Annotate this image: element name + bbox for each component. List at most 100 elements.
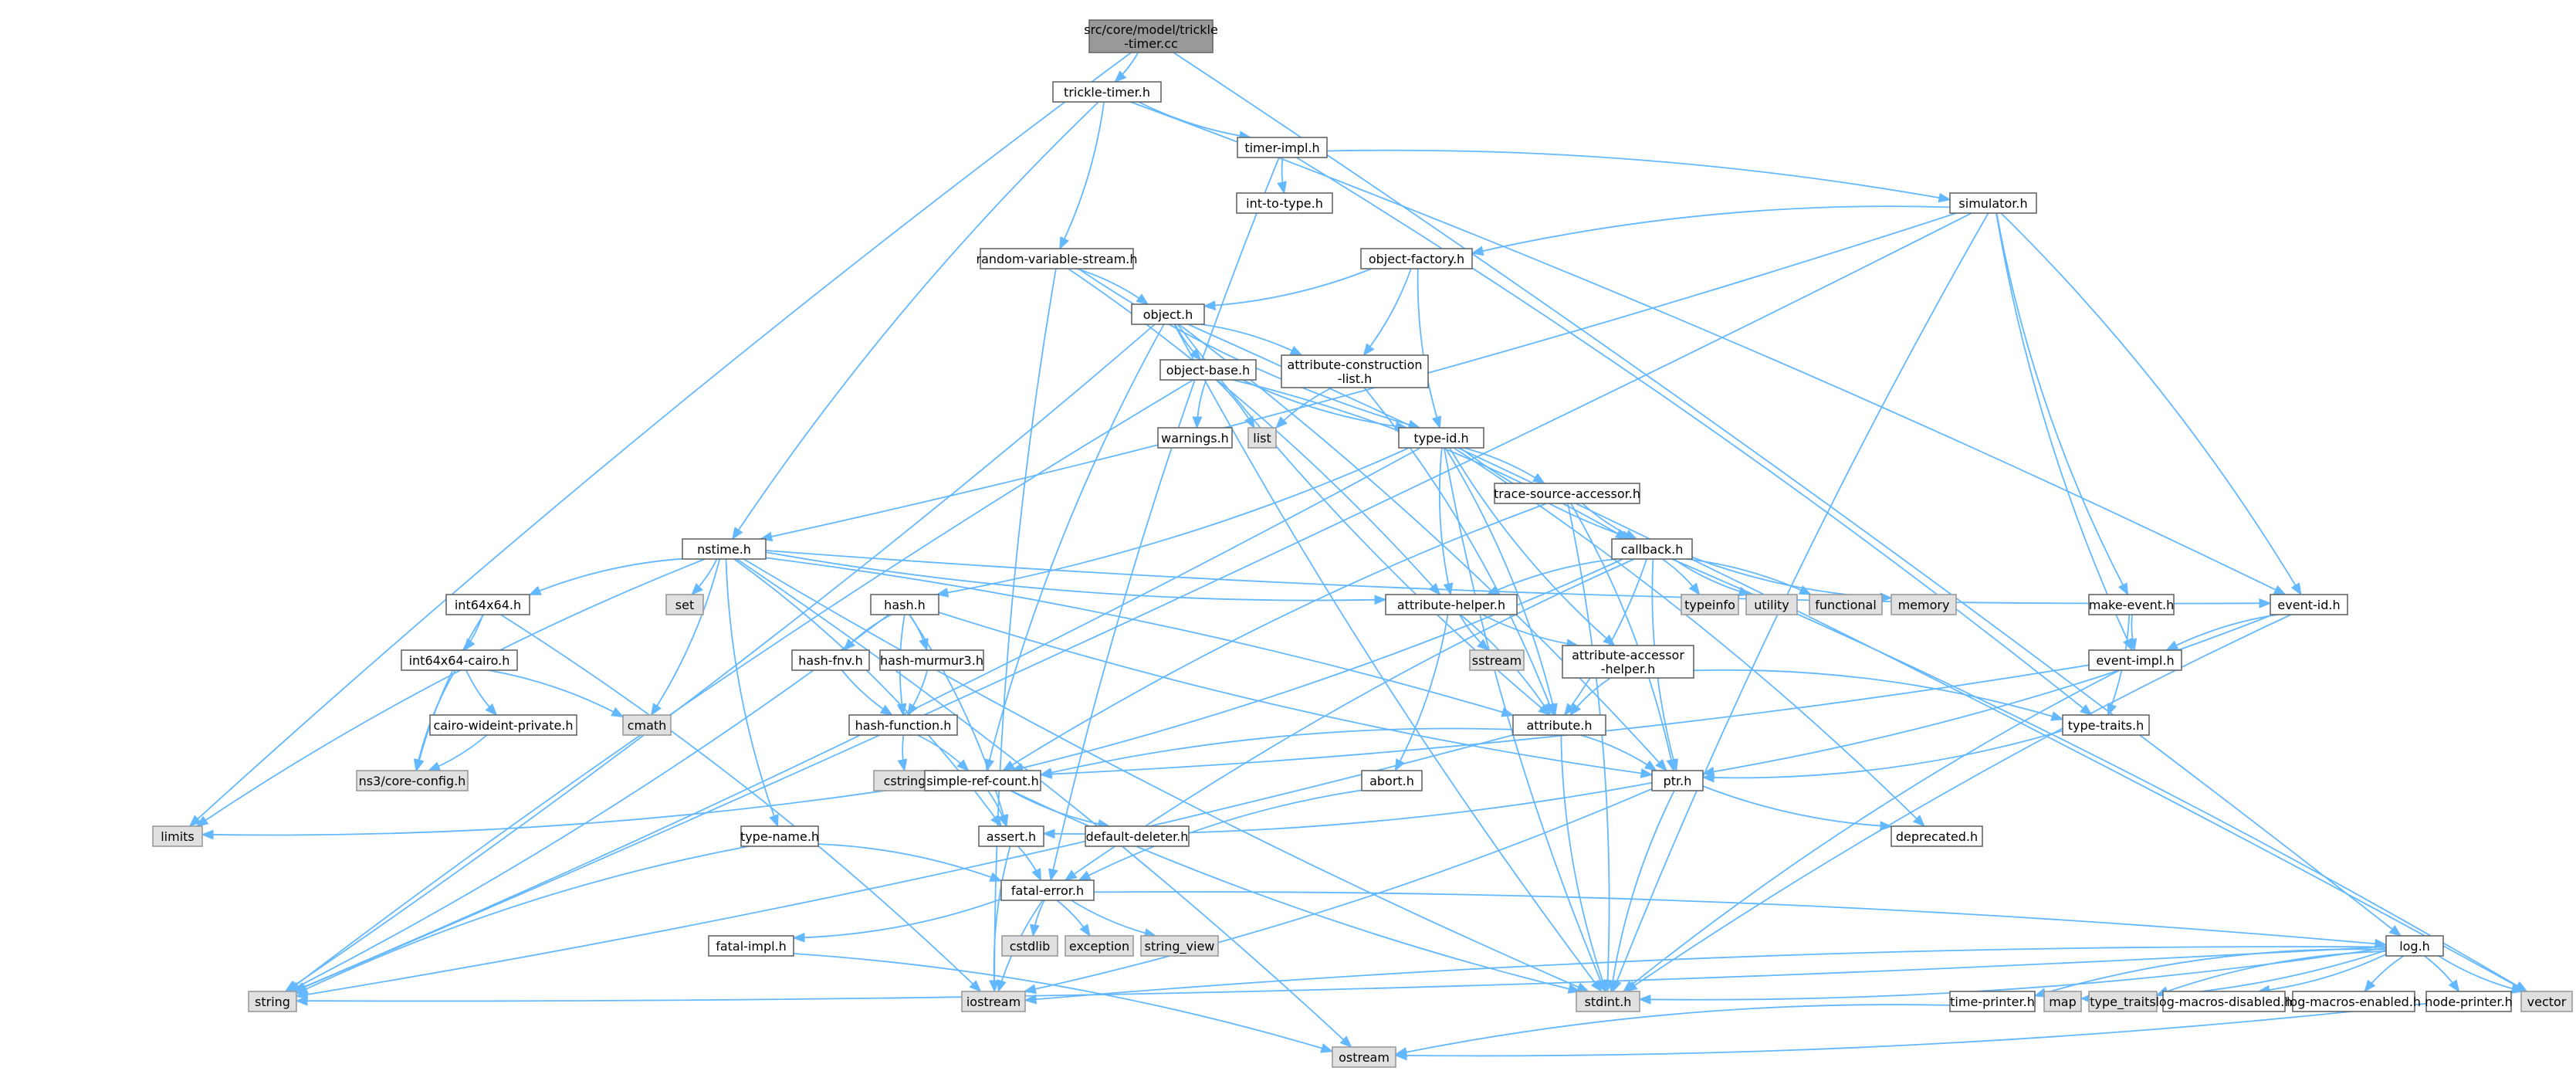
node-cmath-box xyxy=(622,714,672,736)
node-objb[interactable]: object-base.h xyxy=(1159,359,1257,381)
node-aah-label: -helper.h xyxy=(1601,662,1656,676)
node-tprint[interactable]: time-printer.h xyxy=(1949,991,2036,1012)
node-sview-box xyxy=(1140,935,1219,957)
node-mke-box xyxy=(2088,594,2175,615)
node-acl-box xyxy=(1281,354,1429,388)
node-hash[interactable]: hash.h xyxy=(870,594,939,615)
edge-tt-to-rvs xyxy=(1059,101,1105,250)
node-ptr[interactable]: ptr.h xyxy=(1651,770,1704,791)
node-timpl[interactable]: timer-impl.h xyxy=(1237,137,1328,158)
node-warn[interactable]: warnings.h xyxy=(1157,427,1233,449)
edge-log-to-nprint xyxy=(2424,955,2460,993)
edge-tt-to-eid xyxy=(1130,101,2287,595)
node-hfnv[interactable]: hash-fnv.h xyxy=(791,649,870,671)
node-attr-box xyxy=(1512,714,1606,736)
edge-layer xyxy=(188,52,2528,1061)
node-lmd-label: log-macros-disabled.h xyxy=(2155,995,2292,1009)
node-memory: memory xyxy=(1891,594,1957,615)
node-ofac-box xyxy=(1360,248,1473,269)
edge-cb-to-vector xyxy=(1671,558,2528,992)
edge-src-to-assert xyxy=(987,790,1007,828)
node-aah-label: attribute-accessor xyxy=(1572,648,1684,662)
node-ttraits-box xyxy=(2088,991,2158,1012)
node-utility-label: utility xyxy=(1754,598,1789,612)
node-depr[interactable]: deprecated.h xyxy=(1891,825,1983,847)
node-tt[interactable]: trickle-timer.h xyxy=(1052,81,1162,103)
node-limits-box xyxy=(152,825,203,847)
node-itt[interactable]: int-to-type.h xyxy=(1236,192,1333,214)
node-sview-label: string_view xyxy=(1145,939,1215,954)
node-functional: functional xyxy=(1809,594,1883,615)
node-root-box xyxy=(1088,19,1214,53)
node-nprint[interactable]: node-printer.h xyxy=(2425,991,2513,1012)
node-hfnv-label: hash-fnv.h xyxy=(798,653,862,668)
node-lmd[interactable]: log-macros-disabled.h xyxy=(2155,991,2293,1012)
node-obj[interactable]: object.h xyxy=(1131,303,1205,325)
edge-tsa-to-cb xyxy=(1582,503,1638,540)
edge-sim-to-eid xyxy=(2000,212,2302,596)
node-nprint-label: node-printer.h xyxy=(2425,995,2512,1009)
node-lme[interactable]: log-macros-enabled.h xyxy=(2287,991,2421,1012)
edge-hfun-to-src xyxy=(917,734,970,772)
node-ah[interactable]: attribute-helper.h xyxy=(1385,594,1518,615)
node-root-label: src/core/model/trickle xyxy=(1084,22,1218,37)
node-fe[interactable]: fatal-error.h xyxy=(1000,879,1095,901)
edge-ofac-to-obj xyxy=(1203,268,1373,311)
edge-tid-to-attr xyxy=(1444,447,1558,717)
node-sstream-box xyxy=(1469,649,1525,671)
edge-ah-to-abort xyxy=(1394,614,1449,772)
edge-log-to-vector xyxy=(2438,955,2524,994)
node-ttr[interactable]: type-traits.h xyxy=(2062,714,2150,736)
node-root[interactable]: src/core/model/trickle-timer.cc xyxy=(1084,19,1218,53)
node-stdint-box xyxy=(1576,991,1640,1012)
node-nst[interactable]: nstime.h xyxy=(682,538,767,560)
edge-fe-to-log xyxy=(1093,891,2388,949)
edge-nprint-to-ostream xyxy=(1394,1002,2427,1061)
node-eimpl[interactable]: event-impl.h xyxy=(2088,649,2182,671)
edge-tprint-to-ostream xyxy=(1394,1004,1951,1057)
node-sim[interactable]: simulator.h xyxy=(1949,192,2037,214)
edge-aah-to-ttr xyxy=(1693,669,2064,721)
node-cb[interactable]: callback.h xyxy=(1611,538,1693,560)
node-rvs[interactable]: random-variable-stream.h xyxy=(976,248,1138,269)
node-src[interactable]: simple-ref-count.h xyxy=(924,770,1041,791)
node-hfun[interactable]: hash-function.h xyxy=(848,714,958,736)
edge-obj-to-stdint xyxy=(1173,324,1603,993)
edge-hash-to-string xyxy=(287,614,889,992)
node-cb-label: callback.h xyxy=(1621,542,1684,557)
node-eid[interactable]: event-id.h xyxy=(2270,594,2348,615)
node-attr[interactable]: attribute.h xyxy=(1512,714,1606,736)
node-aah[interactable]: attribute-accessor-helper.h xyxy=(1562,645,1694,679)
node-i64c[interactable]: int64x64-cairo.h xyxy=(401,649,518,671)
edge-obj-to-objb xyxy=(1174,324,1202,361)
edge-acl-to-list xyxy=(1274,387,1333,429)
node-tsa[interactable]: trace-source-accessor.h xyxy=(1494,483,1640,504)
edge-timpl-to-ttr xyxy=(1296,157,2093,717)
edge-attr-to-src xyxy=(1039,727,1514,778)
node-mke[interactable]: make-event.h xyxy=(2088,594,2175,615)
edge-eid-to-ptr xyxy=(1701,614,2273,777)
node-objb-label: object-base.h xyxy=(1166,363,1250,378)
node-assert[interactable]: assert.h xyxy=(978,825,1044,847)
edge-cb-to-attr xyxy=(1563,558,1648,717)
node-cwp[interactable]: cairo-wideint-private.h xyxy=(429,714,577,736)
edge-tid-to-tsa xyxy=(1464,447,1545,484)
node-i64[interactable]: int64x64.h xyxy=(445,594,530,615)
node-ofac[interactable]: object-factory.h xyxy=(1360,248,1473,269)
node-abort[interactable]: abort.h xyxy=(1361,770,1423,791)
edge-log-to-lme xyxy=(2364,955,2405,993)
node-itt-label: int-to-type.h xyxy=(1246,196,1323,211)
node-limits: limits xyxy=(152,825,203,847)
node-log[interactable]: log.h xyxy=(2385,935,2444,957)
node-fimpl[interactable]: fatal-impl.h xyxy=(708,935,794,957)
node-lmd-box xyxy=(2162,991,2286,1012)
node-tname[interactable]: type-name.h xyxy=(740,825,819,847)
node-ttr-box xyxy=(2062,714,2150,736)
node-acl[interactable]: attribute-construction-list.h xyxy=(1281,354,1429,388)
edge-ah-to-aah xyxy=(1481,614,1579,649)
node-dd[interactable]: default-deleter.h xyxy=(1085,825,1190,847)
node-obj-box xyxy=(1131,303,1205,325)
edge-nst-to-cmath xyxy=(650,558,721,717)
node-hmur[interactable]: hash-murmur3.h xyxy=(879,649,984,671)
node-tid[interactable]: type-id.h xyxy=(1398,427,1484,449)
